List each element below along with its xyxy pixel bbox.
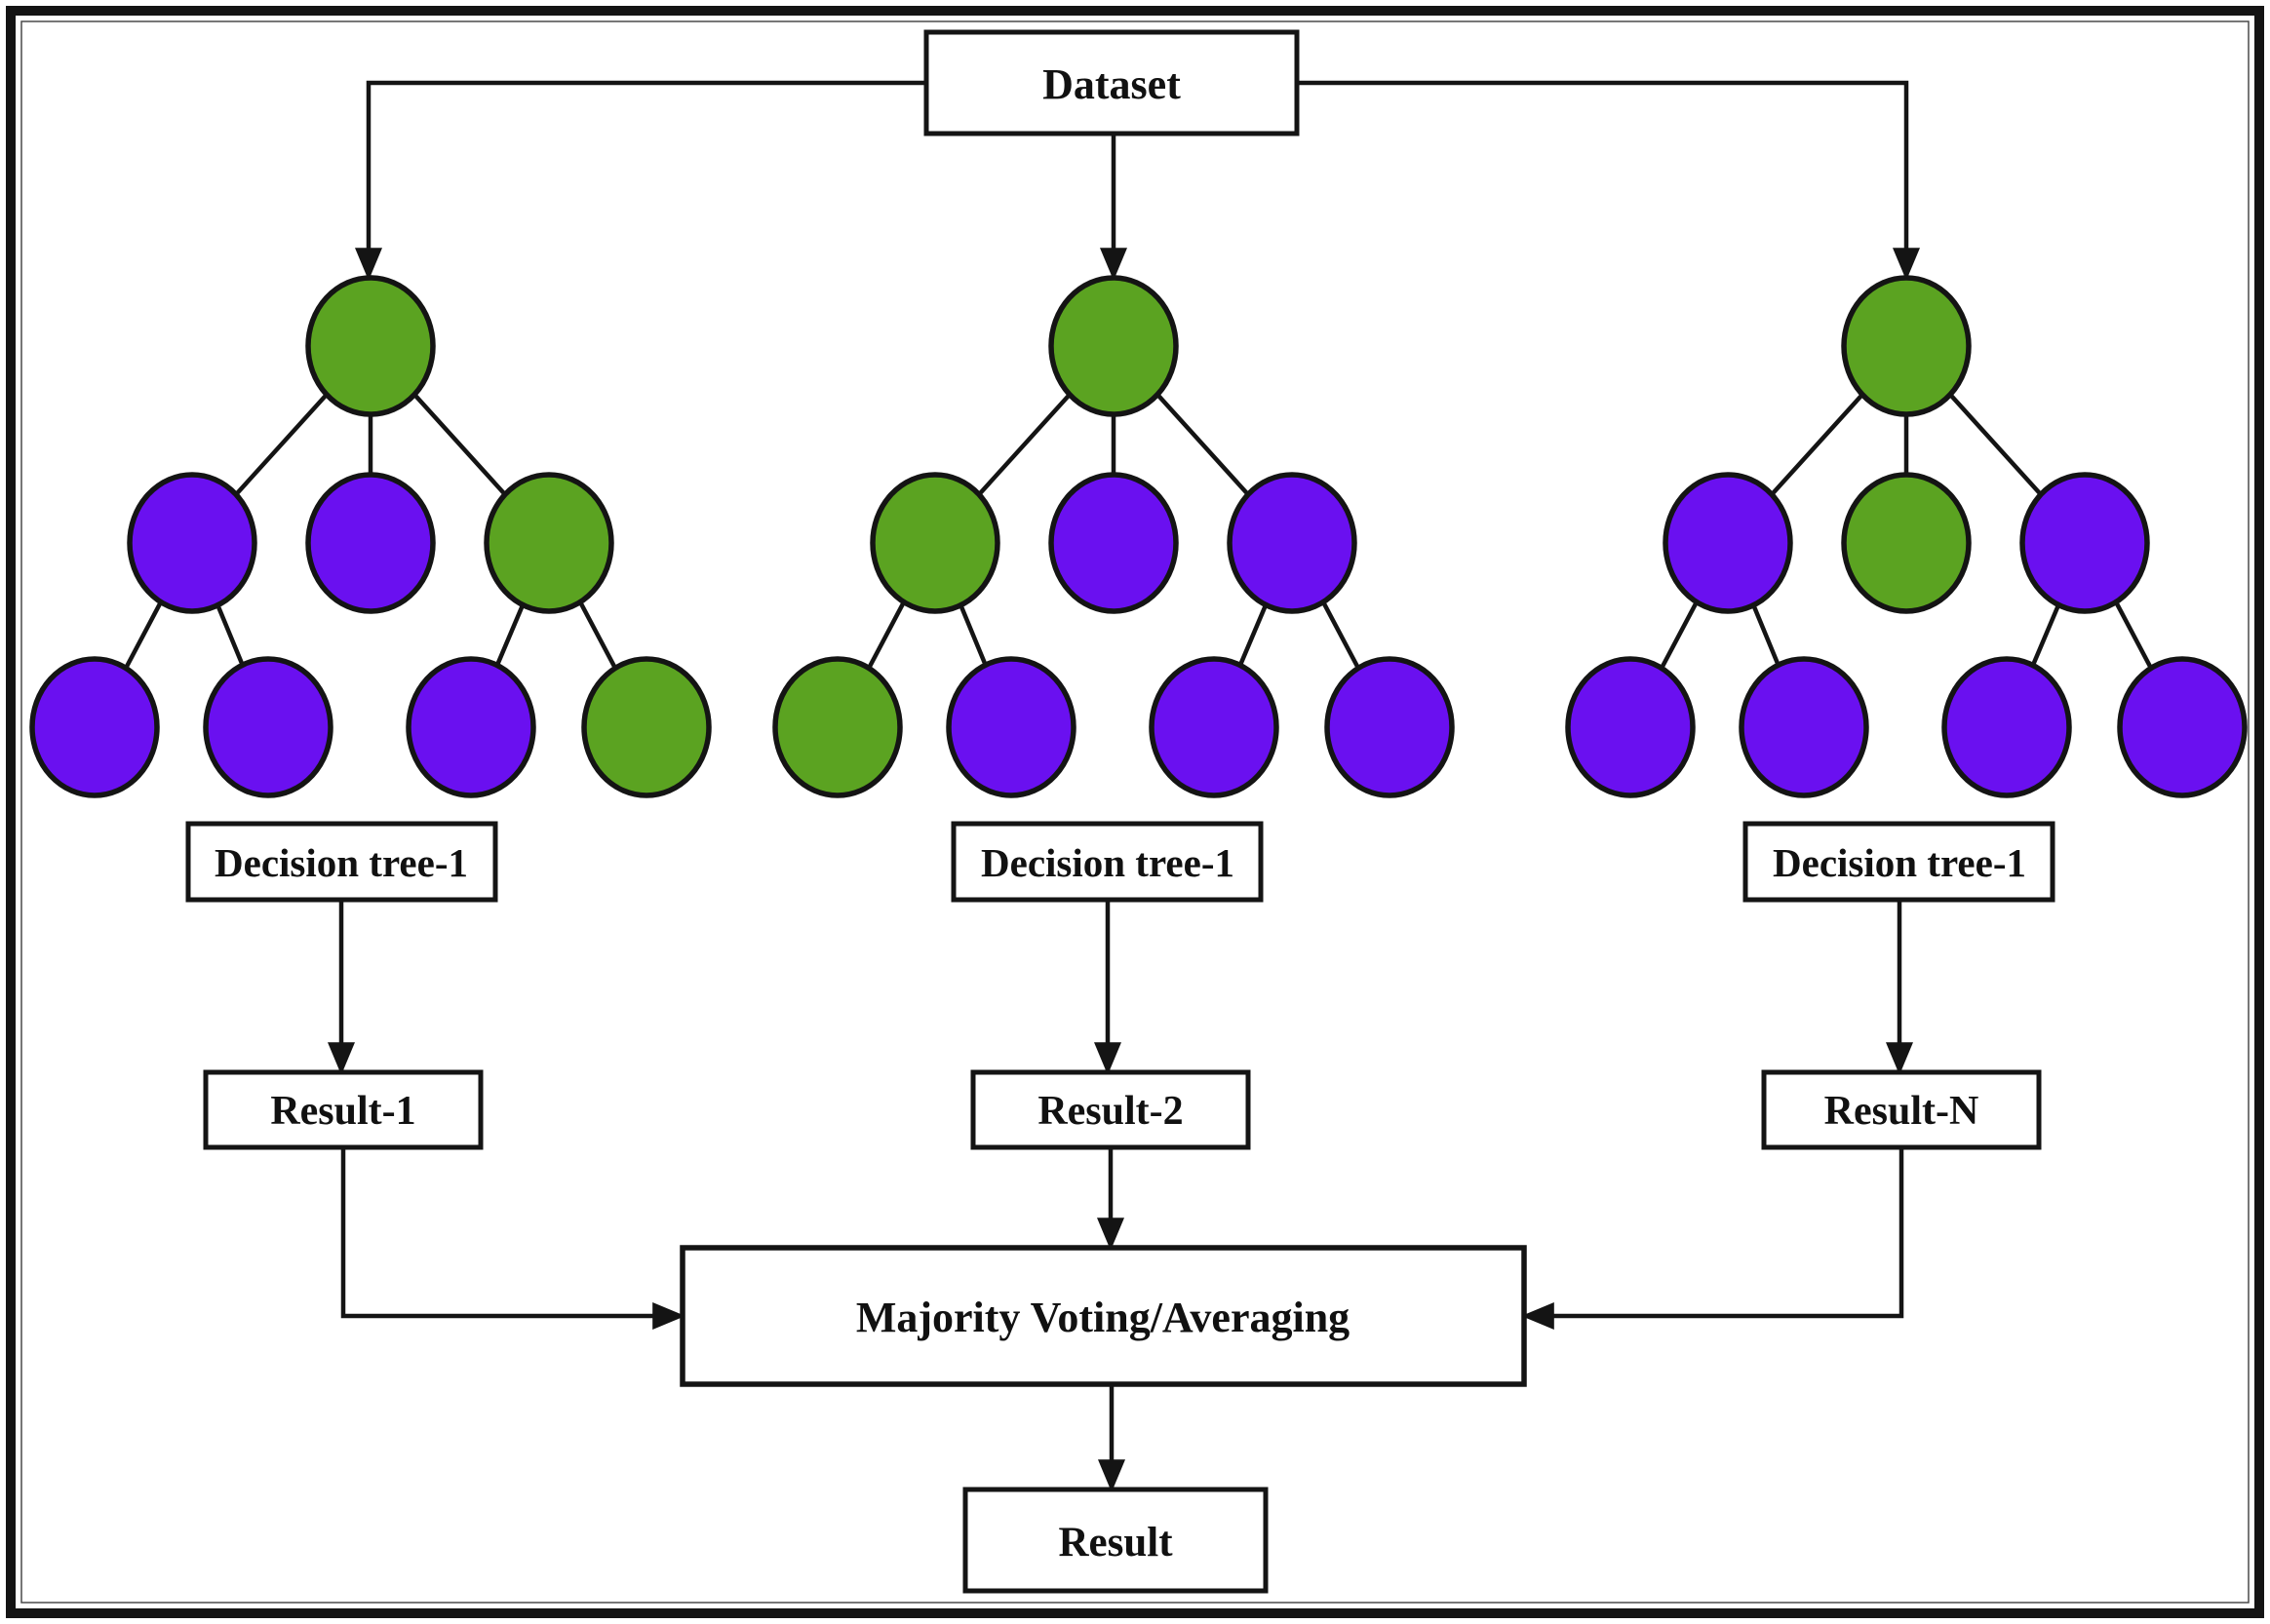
decision-tree-3-label-box	[1742, 821, 2055, 903]
decision-tree-1-label: Decision tree-1	[215, 840, 468, 885]
decision-tree-2-label-box	[951, 821, 1264, 903]
final-result-box	[962, 1487, 1269, 1594]
tree-1-node-root	[305, 275, 436, 417]
decision-tree-2	[772, 275, 1455, 798]
dataset-label: Dataset	[1042, 60, 1181, 108]
decision-tree-1-label-box	[185, 821, 498, 903]
tree-1-node-level2-1	[127, 472, 257, 614]
tree-2-node-level2-3	[1227, 472, 1357, 614]
majority-voting-box	[680, 1245, 1527, 1387]
trees-layer	[29, 275, 2248, 798]
tree-3-node-level2-2	[1841, 472, 1972, 614]
result-1-box	[203, 1069, 484, 1150]
tree-2-node-root	[1048, 275, 1179, 417]
connector-result-1-to-majority	[340, 1147, 685, 1330]
figure-border-inner	[20, 20, 2250, 1604]
result-2-label: Result-2	[1037, 1089, 1183, 1134]
tree-3-node-leaf-1	[1565, 656, 1696, 798]
tree-3-node-root	[1841, 275, 1972, 417]
result-n-box	[1761, 1069, 2042, 1150]
result-1-label: Result-1	[270, 1089, 415, 1134]
connector-dataset-to-tree-1	[355, 80, 926, 281]
connector-dataset-to-tree-3	[1297, 80, 1920, 281]
tree-1-node-leaf-3	[406, 656, 536, 798]
tree-1-node-leaf-2	[203, 656, 333, 798]
tree-3-node-leaf-3	[1941, 656, 2072, 798]
result-n-label: Result-N	[1824, 1089, 1979, 1134]
tree-2-node-leaf-3	[1149, 656, 1279, 798]
tree-2-node-leaf-2	[946, 656, 1076, 798]
dataset-box	[923, 29, 1300, 136]
decision-tree-3-label: Decision tree-1	[1773, 840, 2026, 885]
figure-border	[6, 6, 2264, 1618]
majority-voting-label: Majority Voting/Averaging	[856, 1294, 1350, 1341]
connector-result-n-to-majority	[1521, 1147, 1904, 1330]
tree-3-node-leaf-4	[2117, 656, 2248, 798]
tree-3-node-level2-1	[1663, 472, 1793, 614]
tree-1-node-leaf-1	[29, 656, 160, 798]
tree-1-node-level2-3	[484, 472, 614, 614]
tree-1-node-level2-2	[305, 472, 436, 614]
final-result-label: Result	[1058, 1520, 1173, 1566]
tree-2-node-leaf-4	[1324, 656, 1455, 798]
tree-3-node-leaf-2	[1739, 656, 1869, 798]
decision-tree-1	[29, 275, 712, 798]
tree-2-node-level2-1	[870, 472, 1000, 614]
tree-2-node-level2-2	[1048, 472, 1179, 614]
tree-3-node-level2-3	[2019, 472, 2150, 614]
tree-1-node-leaf-4	[581, 656, 712, 798]
decision-tree-3	[1565, 275, 2248, 798]
tree-2-node-leaf-1	[772, 656, 903, 798]
result-2-box	[970, 1069, 1251, 1150]
decision-tree-2-label: Decision tree-1	[981, 840, 1234, 885]
